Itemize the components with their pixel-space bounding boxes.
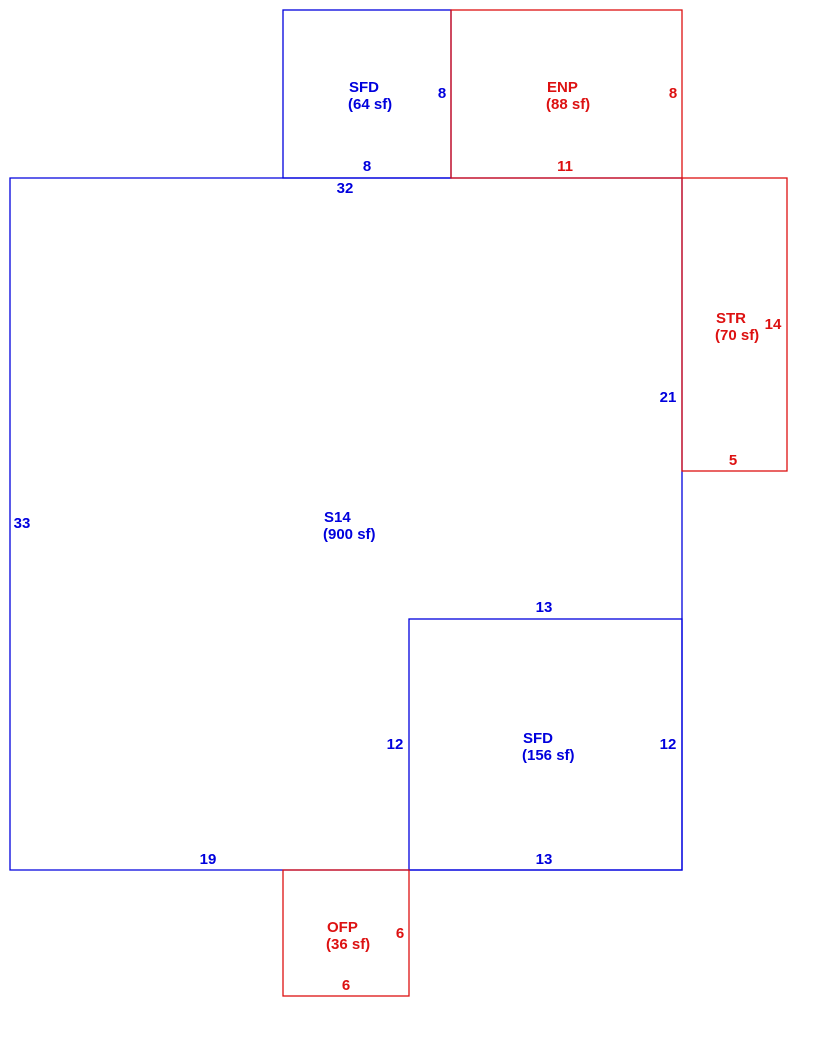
ofp-side-dimension: 6 <box>396 925 404 942</box>
sfd-bottom-left-dimension: 12 <box>387 736 404 753</box>
s14-bottom-dimension: 19 <box>200 851 217 868</box>
enp-outline <box>450 9 683 179</box>
sfd-bottom-top-dimension: 13 <box>536 599 553 616</box>
str-outline <box>681 177 788 472</box>
enp-code: ENP <box>547 79 578 96</box>
ofp-code: OFP <box>327 919 358 936</box>
ofp-area: (36 sf) <box>326 936 370 953</box>
s14-top-dimension: 32 <box>337 180 354 197</box>
enp-area: (88 sf) <box>546 96 590 113</box>
sfd-top-area: (64 sf) <box>348 96 392 113</box>
str-side-dimension: 14 <box>765 316 782 333</box>
ofp-outline <box>282 869 410 997</box>
str-area: (70 sf) <box>715 327 759 344</box>
sfd-bottom-right-dimension: 12 <box>660 736 677 753</box>
sfd-bottom-area: (156 sf) <box>522 747 575 764</box>
str-code: STR <box>716 310 746 327</box>
sfd-bottom-outline <box>408 618 683 871</box>
s14-area: (900 sf) <box>323 526 376 543</box>
s14-left-dimension: 33 <box>14 515 31 532</box>
enp-bottom-dimension: 11 <box>557 158 573 175</box>
sfd-top-code: SFD <box>349 79 379 96</box>
sfd-top-side-dimension: 8 <box>438 85 446 102</box>
sfd-bottom-bottom-dimension: 13 <box>536 851 553 868</box>
s14-right-dimension: 21 <box>660 389 677 406</box>
s14-code: S14 <box>324 509 351 526</box>
enp-side-dimension: 8 <box>669 85 677 102</box>
str-bottom-dimension: 5 <box>729 452 737 469</box>
sfd-top-bottom-dimension: 8 <box>363 158 371 175</box>
sfd-bottom-code: SFD <box>523 730 553 747</box>
ofp-bottom-dimension: 6 <box>342 977 350 994</box>
